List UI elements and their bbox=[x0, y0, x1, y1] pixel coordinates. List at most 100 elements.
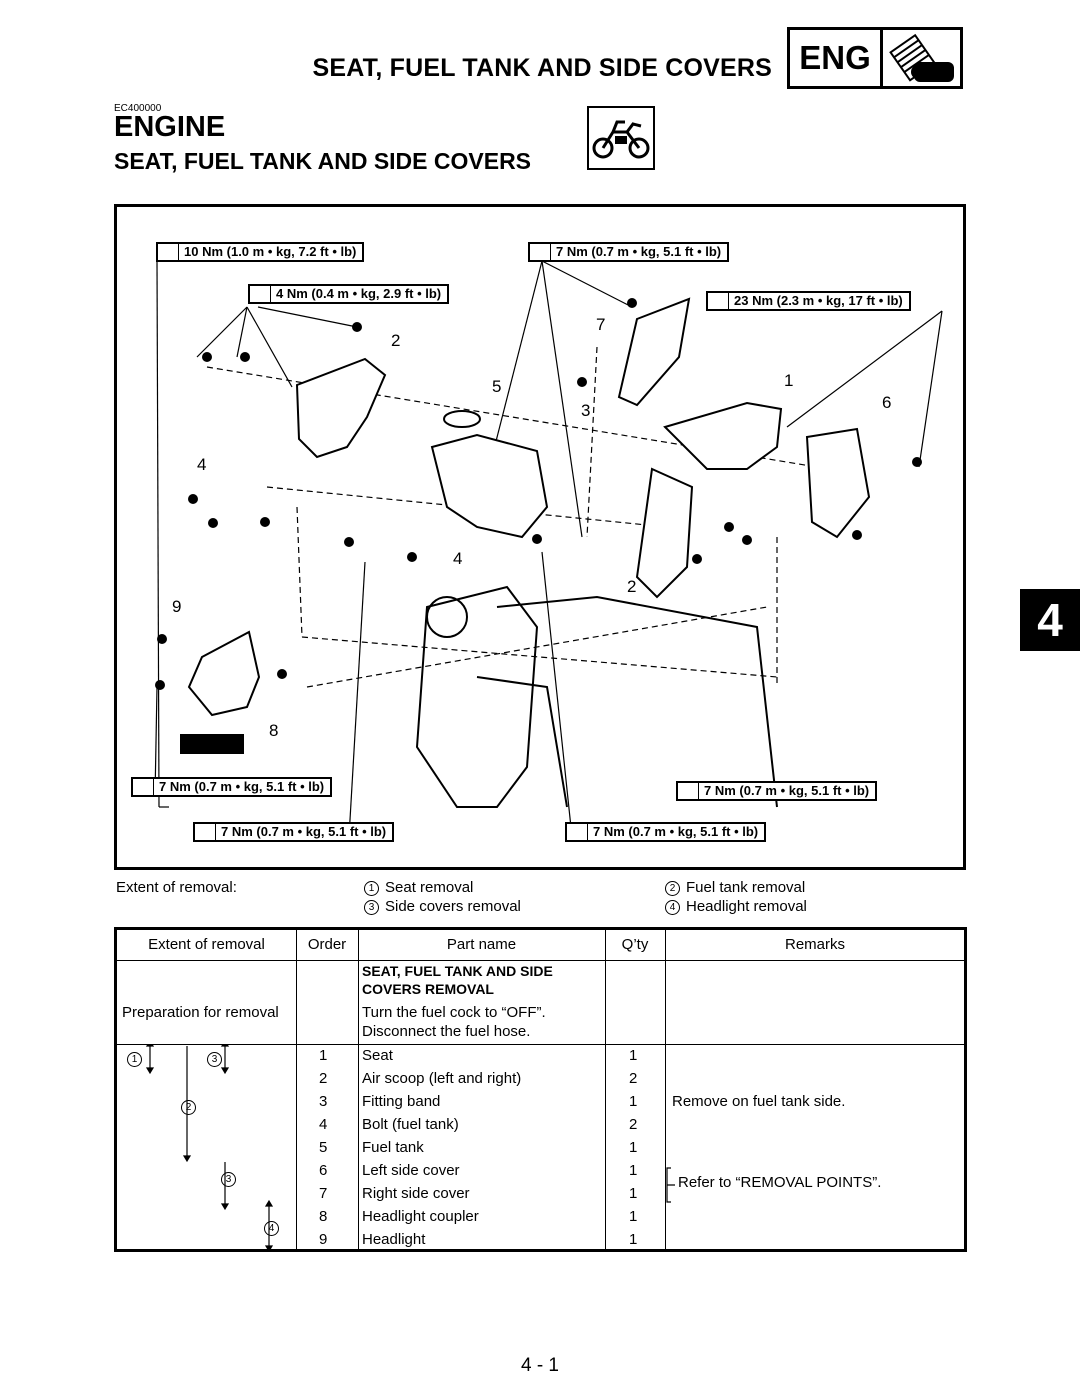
torque-value: 7 Nm (0.7 m • kg, 5.1 ft • lb) bbox=[593, 824, 759, 839]
callout-number: 2 bbox=[627, 577, 637, 596]
callout-number: 1 bbox=[784, 371, 794, 390]
torque-label: 7 Nm (0.7 m • kg, 5.1 ft • lb) bbox=[565, 822, 767, 842]
motorcycle-icon bbox=[587, 106, 655, 170]
extent-item: 4 Headlight removal bbox=[665, 898, 807, 915]
circled-number: 2 bbox=[181, 1100, 196, 1115]
section-code: EC400000 bbox=[114, 103, 162, 114]
removal-table: Extent of removal Order Part name Q’ty R… bbox=[114, 927, 967, 1252]
row-qty: 1 bbox=[629, 1162, 638, 1179]
circled-number: 2 bbox=[665, 880, 680, 896]
torque-value: 7 Nm (0.7 m • kg, 5.1 ft • lb) bbox=[704, 783, 870, 798]
row-order: 8 bbox=[319, 1208, 328, 1225]
row-qty: 2 bbox=[629, 1070, 638, 1087]
remarks-bracket bbox=[666, 1167, 675, 1203]
row-qty: 1 bbox=[629, 1093, 638, 1110]
callout-number: 7 bbox=[596, 315, 606, 334]
row-qty: 1 bbox=[629, 1139, 638, 1156]
row-order: 7 bbox=[319, 1185, 328, 1202]
torque-label: 7 Nm (0.7 m • kg, 5.1 ft • lb) bbox=[131, 777, 333, 797]
column-header: Part name bbox=[446, 936, 517, 953]
circled-number: 3 bbox=[207, 1052, 222, 1067]
row-order: 6 bbox=[319, 1162, 328, 1179]
row-part: Fitting band bbox=[362, 1093, 441, 1110]
row-order: 9 bbox=[319, 1231, 328, 1248]
row-part: Right side cover bbox=[362, 1185, 470, 1202]
page-subtitle: SEAT, FUEL TANK AND SIDE COVERS bbox=[114, 148, 532, 174]
bracket-remark: Refer to “REMOVAL POINTS”. bbox=[678, 1174, 882, 1191]
callout-number: 8 bbox=[269, 721, 279, 740]
row-qty: 1 bbox=[629, 1185, 638, 1202]
engine-icon bbox=[889, 33, 954, 82]
diagram-lines bbox=[154, 260, 943, 838]
torque-value: 7 Nm (0.7 m • kg, 5.1 ft • lb) bbox=[159, 779, 325, 794]
extent-text: Headlight removal bbox=[686, 898, 807, 915]
extent-text: Side covers removal bbox=[385, 898, 521, 915]
circled-number: 3 bbox=[221, 1172, 236, 1187]
row-qty: 2 bbox=[629, 1116, 638, 1133]
torque-wrench-icon bbox=[569, 824, 588, 840]
callout-number: 3 bbox=[581, 401, 591, 420]
callout-number: 5 bbox=[492, 377, 502, 396]
torque-wrench-icon bbox=[197, 824, 216, 840]
row-qty: 1 bbox=[629, 1231, 638, 1248]
extent-text: Fuel tank removal bbox=[686, 879, 806, 896]
row-part: Bolt (fuel tank) bbox=[362, 1116, 459, 1133]
extent-text: Seat removal bbox=[385, 879, 474, 896]
callout-number: 2 bbox=[391, 331, 401, 350]
callout-number: 9 bbox=[172, 597, 182, 616]
torque-wrench-icon bbox=[532, 244, 551, 260]
column-header: Extent of removal bbox=[148, 936, 265, 953]
torque-wrench-icon bbox=[160, 244, 179, 260]
torque-label: 7 Nm (0.7 m • kg, 5.1 ft • lb) bbox=[676, 781, 878, 801]
callout-number: 4 bbox=[197, 455, 207, 474]
column-header: Q’ty bbox=[621, 936, 649, 953]
circled-number: 4 bbox=[665, 899, 680, 915]
row-qty: 1 bbox=[629, 1047, 638, 1064]
row-part: Fuel tank bbox=[362, 1139, 424, 1156]
circled-number: 1 bbox=[127, 1052, 142, 1067]
circled-number: 4 bbox=[264, 1221, 279, 1236]
row-qty: 1 bbox=[629, 1208, 638, 1225]
section-heading: SEAT, FUEL TANK AND SIDE bbox=[362, 963, 553, 979]
eng-badge-label: ENG bbox=[790, 30, 883, 86]
extent-label: Extent of removal: bbox=[116, 879, 237, 896]
chapter-tab: 4 bbox=[1020, 589, 1080, 651]
row-part: Headlight bbox=[362, 1231, 426, 1248]
eng-badge: ENG bbox=[787, 27, 963, 89]
exploded-diagram: 10 Nm (1.0 m • kg, 7.2 ft • lb) 4 Nm (0.… bbox=[114, 204, 966, 870]
torque-label: 7 Nm (0.7 m • kg, 5.1 ft • lb) bbox=[193, 822, 395, 842]
row-part: Left side cover bbox=[362, 1162, 460, 1179]
row-order: 3 bbox=[319, 1093, 328, 1110]
extent-arrows bbox=[145, 1044, 274, 1249]
torque-wrench-icon bbox=[710, 293, 729, 309]
extent-item: 1 Seat removal bbox=[364, 879, 473, 896]
row-part: Air scoop (left and right) bbox=[362, 1070, 522, 1087]
torque-label: 7 Nm (0.7 m • kg, 5.1 ft • lb) bbox=[528, 242, 730, 262]
row-part: Headlight coupler bbox=[362, 1208, 479, 1225]
header-title: SEAT, FUEL TANK AND SIDE COVERS bbox=[312, 54, 772, 82]
torque-wrench-icon bbox=[252, 286, 271, 302]
callout-number: 4 bbox=[453, 549, 463, 568]
torque-value: 7 Nm (0.7 m • kg, 5.1 ft • lb) bbox=[556, 244, 722, 259]
torque-value: 23 Nm (2.3 m • kg, 17 ft • lb) bbox=[734, 293, 903, 308]
torque-value: 7 Nm (0.7 m • kg, 5.1 ft • lb) bbox=[221, 824, 387, 839]
circled-number: 1 bbox=[364, 880, 379, 896]
extent-item: 2 Fuel tank removal bbox=[665, 879, 805, 896]
prep-step: Disconnect the fuel hose. bbox=[362, 1023, 531, 1040]
torque-wrench-icon bbox=[135, 779, 154, 795]
row-order: 5 bbox=[319, 1139, 328, 1156]
torque-label: 4 Nm (0.4 m • kg, 2.9 ft • lb) bbox=[248, 284, 450, 304]
torque-label: 23 Nm (2.3 m • kg, 17 ft • lb) bbox=[706, 291, 911, 311]
row-remarks: Remove on fuel tank side. bbox=[672, 1093, 846, 1110]
torque-value: 4 Nm (0.4 m • kg, 2.9 ft • lb) bbox=[276, 286, 442, 301]
prep-label: Preparation for removal bbox=[122, 1004, 279, 1021]
row-order: 1 bbox=[319, 1047, 328, 1064]
section-heading: COVERS REMOVAL bbox=[362, 981, 494, 997]
section-title: ENGINE bbox=[114, 111, 226, 143]
torque-wrench-icon bbox=[680, 783, 699, 799]
torque-label: 10 Nm (1.0 m • kg, 7.2 ft • lb) bbox=[156, 242, 365, 262]
circled-number: 3 bbox=[364, 899, 379, 915]
row-order: 4 bbox=[319, 1116, 328, 1133]
prep-step: Turn the fuel cock to “OFF”. bbox=[362, 1004, 546, 1021]
row-part: Seat bbox=[362, 1047, 393, 1064]
